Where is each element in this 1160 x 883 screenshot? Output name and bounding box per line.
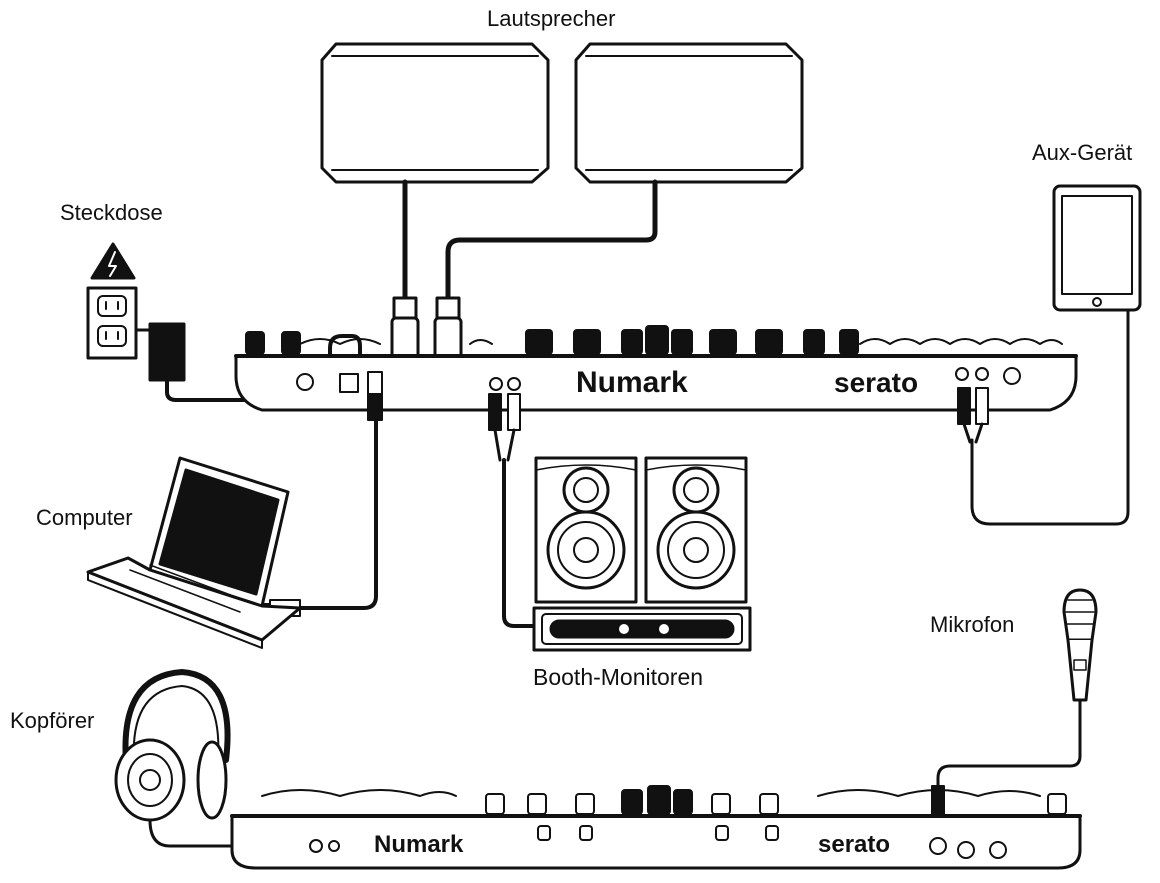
controller-front bbox=[230, 785, 1082, 870]
label-microphone: Mikrofon bbox=[930, 612, 1015, 637]
booth-monitor-left bbox=[534, 456, 638, 604]
brand-serato-bottom: serato bbox=[818, 831, 890, 858]
laptop bbox=[86, 456, 302, 649]
brand-numark-top: Numark bbox=[576, 366, 688, 399]
label-outlet: Steckdose bbox=[60, 200, 163, 225]
wall-outlet bbox=[86, 286, 138, 360]
booth-cable bbox=[488, 393, 536, 628]
speaker-left bbox=[320, 42, 550, 184]
label-booth-monitors: Booth-Monitoren bbox=[533, 664, 704, 690]
brand-numark-bottom: Numark bbox=[374, 831, 464, 858]
tablet bbox=[1052, 184, 1142, 312]
controller-rear bbox=[234, 325, 1078, 412]
brand-serato-top: serato bbox=[834, 367, 918, 398]
speaker-cables bbox=[402, 179, 658, 303]
headphones bbox=[114, 669, 317, 853]
aux-cable bbox=[957, 308, 1130, 526]
label-speakers: Lautsprecher bbox=[487, 6, 616, 31]
label-headphones: Kopförer bbox=[10, 708, 95, 733]
booth-monitor-right bbox=[644, 456, 748, 604]
amplifier bbox=[532, 606, 752, 652]
warning-icon bbox=[90, 242, 136, 280]
label-computer: Computer bbox=[36, 505, 133, 530]
speaker-right bbox=[574, 42, 804, 184]
label-aux-device: Aux-Gerät bbox=[1032, 140, 1133, 165]
